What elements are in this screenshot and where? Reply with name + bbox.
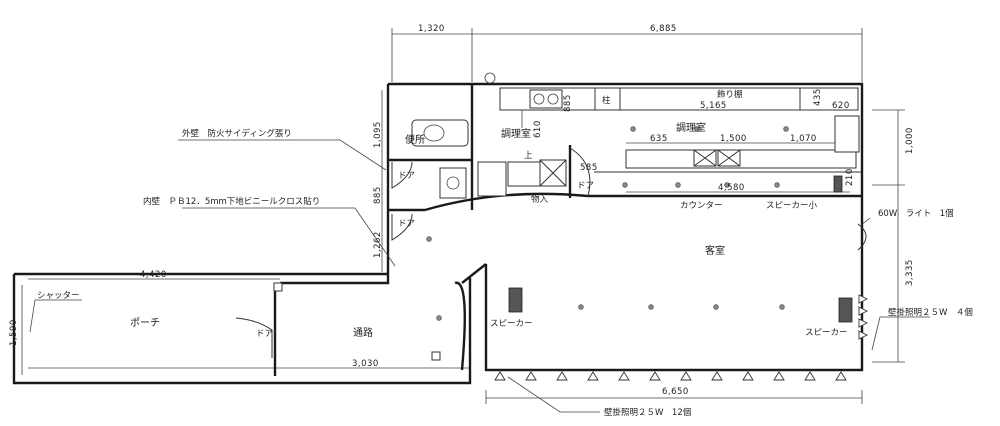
label-interior-wall: 内壁 ＰＢ12．5mm下地ビニールクロス貼り [143, 196, 320, 207]
stove-icon [529, 89, 563, 109]
dim-passage-3030: 3,030 [352, 359, 379, 369]
speakers [508, 175, 853, 323]
dim-kitchen-1500: 1,500 [720, 134, 747, 144]
label-porch: ポーチ [130, 317, 160, 329]
speaker-left-icon [508, 287, 523, 313]
sink-icon [439, 167, 467, 199]
dim-shelf-depth: 435 [813, 88, 823, 106]
dim-left-885: 885 [373, 186, 383, 204]
label-door-left: ドア [398, 219, 415, 229]
dim-porch-1590: 1,590 [9, 319, 19, 346]
label-speaker-left: スピーカー [490, 319, 533, 329]
dim-right-1000: 1,000 [905, 127, 915, 154]
walls [12, 82, 864, 385]
dim-counter-585: 585 [580, 163, 598, 173]
marker-icon [484, 72, 496, 84]
dimension-text: 1,320 6,885 5,165 435 620 1,000 610 885 … [9, 24, 915, 397]
dim-porch-4420: 4,420 [140, 270, 167, 280]
label-speaker-small: スピーカー小 [766, 200, 818, 211]
ceiling-lights [426, 126, 789, 321]
dimension-lines [21, 28, 905, 404]
label-light-note: 60W ライト 1個 [878, 208, 954, 219]
label-toilet: 便所 [405, 133, 425, 146]
dim-shelf-width: 5,165 [700, 101, 727, 111]
dim-counter-210: 210 [845, 168, 855, 186]
dim-kitchen-885: 885 [563, 94, 573, 112]
text-labels: 外壁 防火サイディング張り 内壁 ＰＢ12．5mm下地ビニールクロス貼り シャッ… [37, 89, 973, 418]
dim-kitchen-635: 635 [650, 134, 668, 144]
label-exterior-wall: 外壁 防火サイディング張り [182, 128, 292, 139]
label-counter: カウンター [680, 201, 723, 211]
label-storage: 物入 [531, 194, 549, 205]
label-wall-light-right: 壁掛照明２５W ４個 [888, 307, 973, 318]
dim-counter-4580: 4,580 [718, 183, 745, 193]
dim-left-1262: 1,262 [373, 231, 383, 258]
label-door-counter: ドア [577, 181, 594, 191]
dim-kitchen-610: 610 [533, 120, 543, 138]
label-kitchen-main: 調理室 [676, 121, 706, 134]
dim-top-right: 6,885 [650, 24, 677, 34]
label-door-toilet: ドア [398, 171, 415, 181]
label-passage: 通路 [353, 326, 373, 339]
label-shutter: シャッター [37, 291, 80, 301]
label-door-porch: ドア [256, 329, 273, 339]
dim-left-1095: 1,095 [373, 121, 383, 148]
label-wall-light-bottom: 壁掛照明２５W 12個 [604, 407, 691, 418]
speaker-right-icon [838, 297, 853, 323]
dim-right-620: 620 [832, 101, 850, 111]
fixtures [273, 87, 862, 361]
wall-lights [494, 294, 869, 381]
label-guest-room: 客室 [705, 244, 725, 257]
label-kitchen-upper: 調理室 [501, 127, 531, 140]
label-speaker-right: スピーカー [805, 328, 848, 338]
dim-guest-6650: 6,650 [662, 387, 689, 397]
dim-top-left: 1,320 [418, 24, 445, 34]
dim-guest-3335: 3,335 [905, 259, 915, 286]
label-pillar: 柱 [602, 95, 611, 106]
leader-lines [29, 139, 930, 413]
door-swings [235, 72, 867, 358]
toilet-icon [411, 119, 469, 147]
label-up: 上 [524, 151, 533, 161]
dim-kitchen-1070: 1,070 [790, 134, 817, 144]
label-display-shelf: 飾り棚 [717, 89, 743, 100]
speaker-small-icon [833, 175, 843, 193]
